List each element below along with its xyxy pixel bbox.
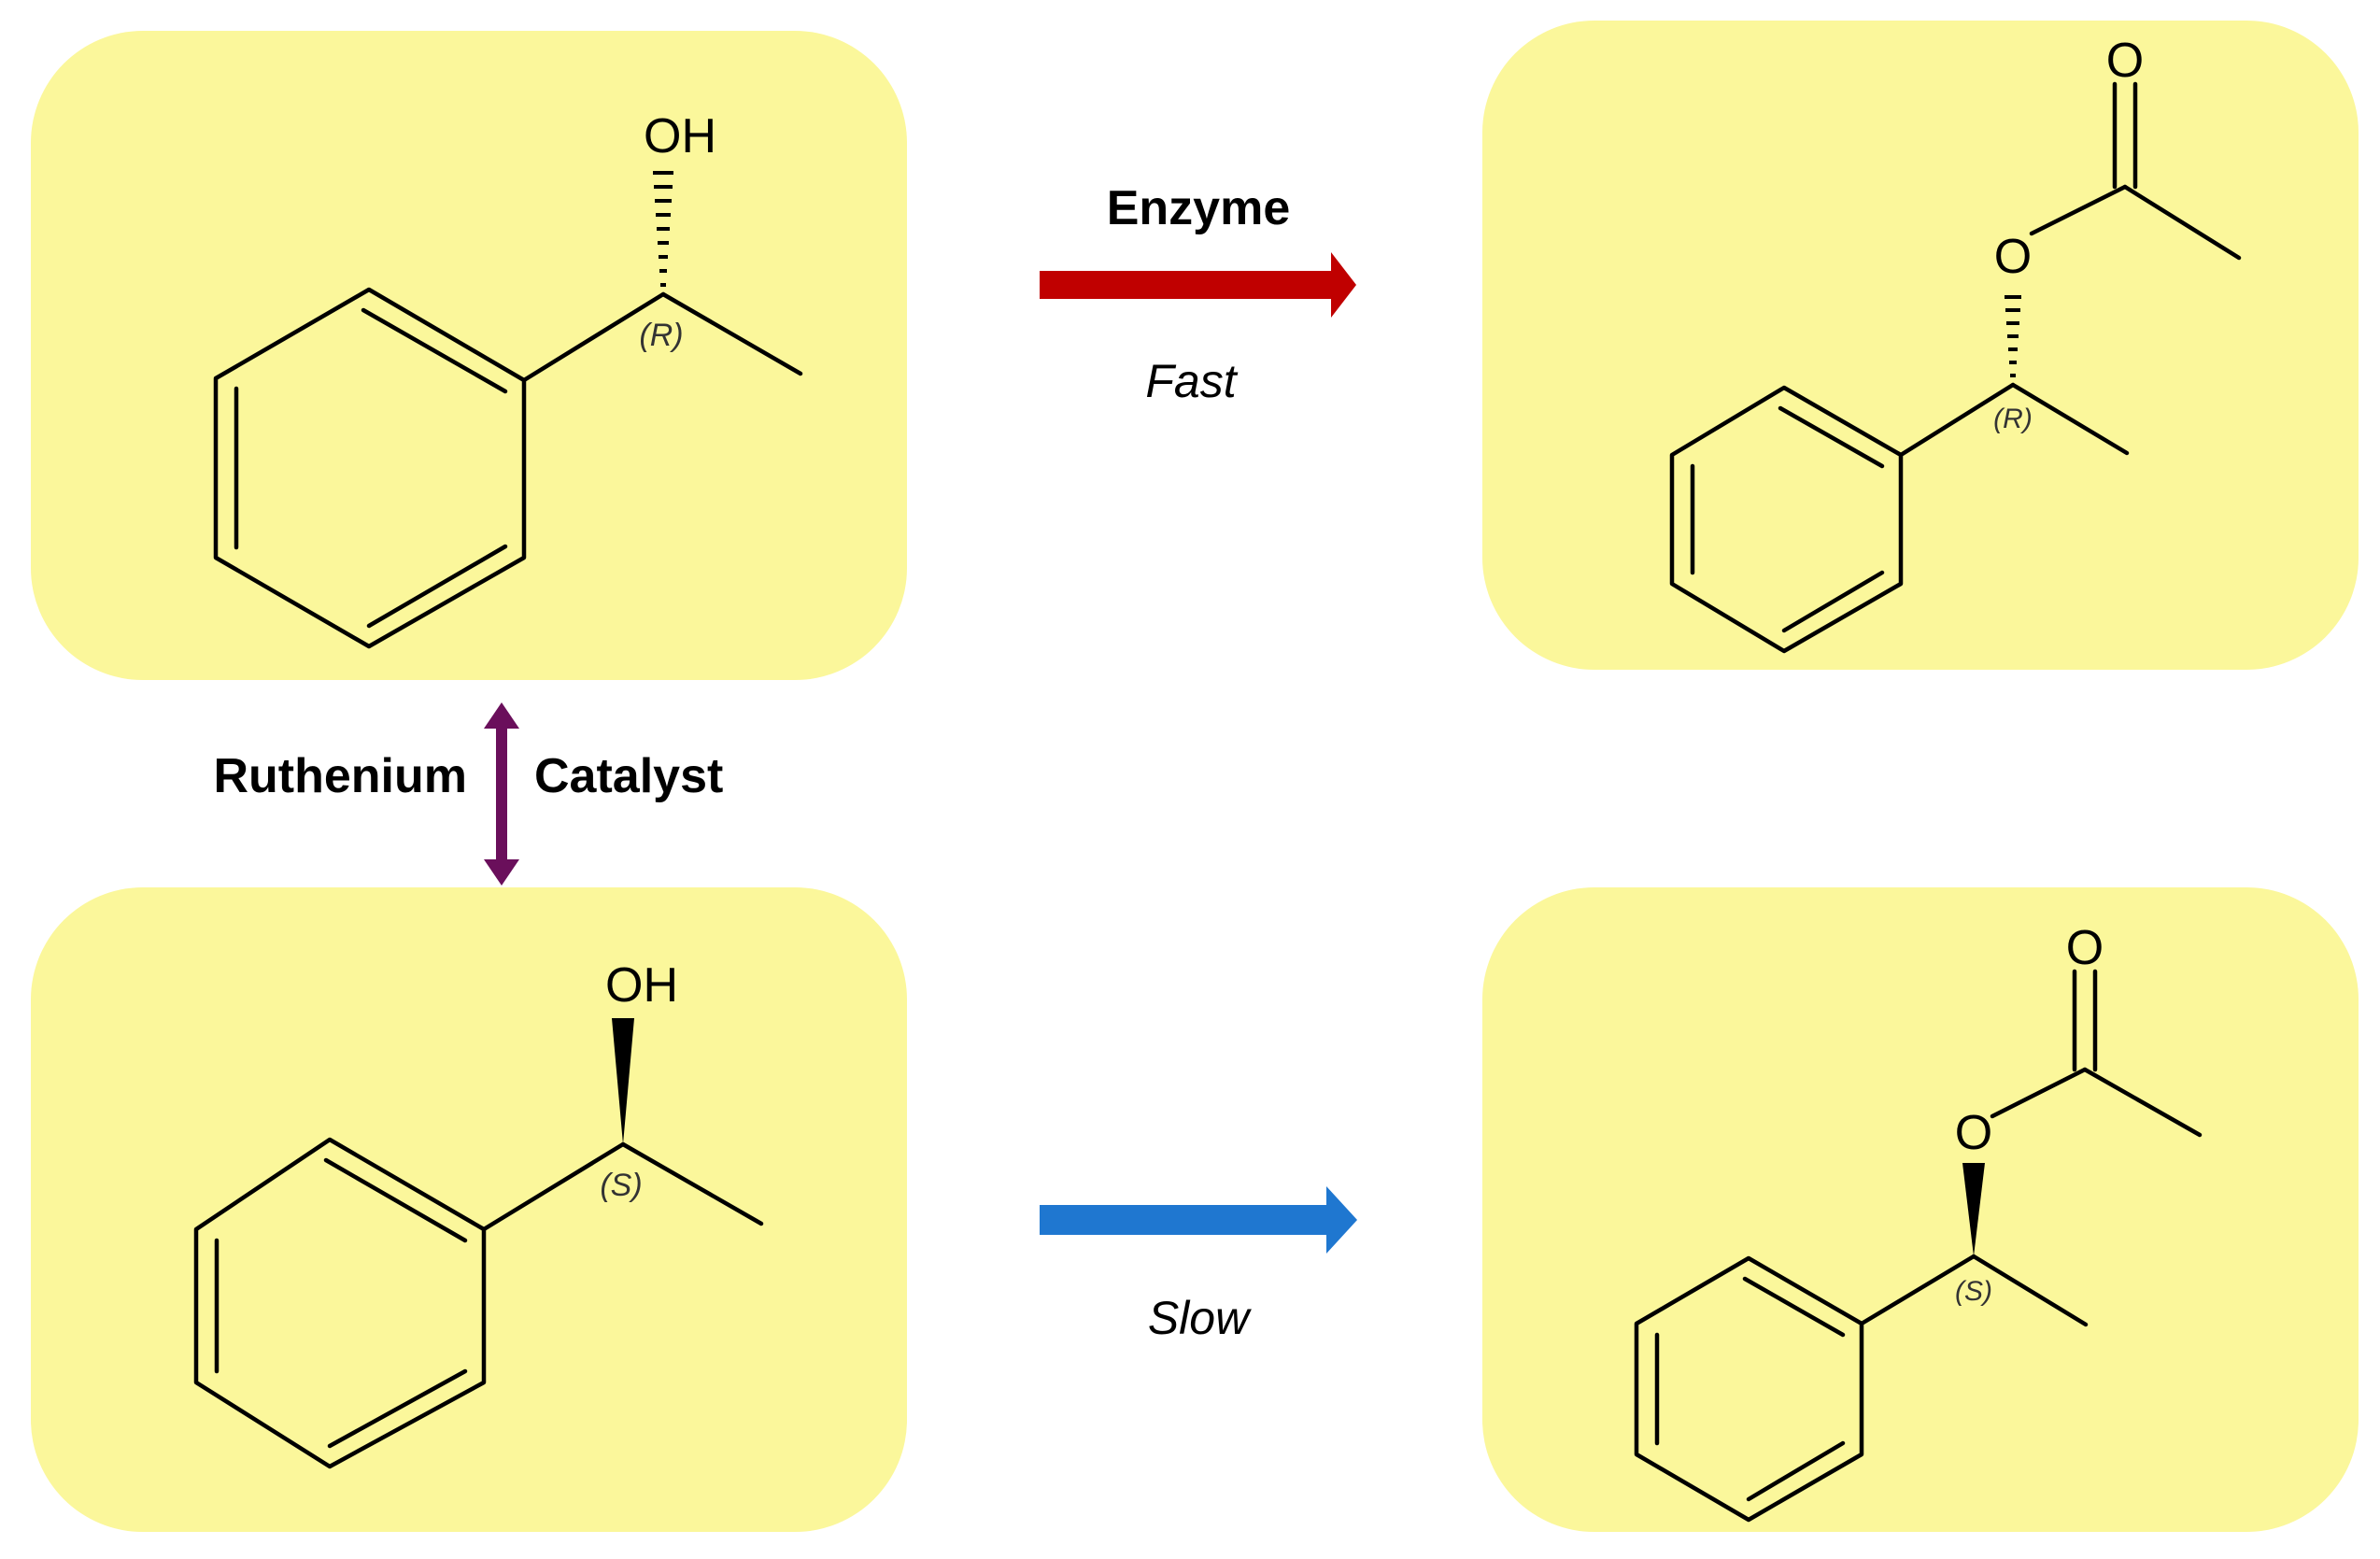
benzene-ring [1634, 1255, 1864, 1523]
ring-to-stereocenter-bond [1859, 1254, 1976, 1326]
ring-double-bond [327, 1368, 468, 1449]
fast-reaction: Enzyme Fast [1040, 181, 1356, 407]
stereo-descriptor: (R) [1993, 404, 2033, 434]
ring-double-bond [1778, 405, 1885, 469]
o-to-carbonyl-bond [1990, 1067, 2088, 1119]
fast-arrow-tip [1331, 252, 1356, 318]
methyl-bond [1971, 1254, 2089, 1327]
racemization-arrow-up-tip [484, 702, 519, 729]
catalyst-label: Catalyst [534, 749, 723, 803]
racemization-arrow-shaft [496, 724, 507, 864]
fast-label: Fast [1145, 355, 1238, 407]
solid-wedge-bond [612, 1018, 634, 1144]
s-alcohol-panel: OH (S) [31, 887, 907, 1532]
ring-to-stereocenter-bond [481, 1141, 626, 1232]
hashed-wedge-bond [2005, 295, 2021, 377]
o-to-carbonyl-bond [2029, 184, 2128, 236]
slow-arrow-tip [1326, 1186, 1357, 1254]
methyl-bond [620, 1141, 764, 1226]
stereo-descriptor: (S) [1955, 1276, 1992, 1307]
r-alcohol-box [31, 31, 907, 680]
acetyl-methyl-bond [2082, 1067, 2203, 1138]
carbonyl-oxygen-label: O [2066, 921, 2104, 975]
ruthenium-label: Ruthenium [213, 749, 467, 803]
ring-double-bond [361, 307, 508, 394]
ester-oxygen-label: O [1955, 1106, 1992, 1160]
ring-double-bond [366, 544, 508, 629]
enzyme-label: Enzyme [1107, 181, 1291, 235]
ring-to-stereocenter-bond [521, 291, 666, 383]
slow-reaction: Slow [1040, 1186, 1357, 1344]
s-acetate-box [1482, 887, 2359, 1532]
ring-double-bond [1742, 1276, 1846, 1338]
methyl-bond [660, 291, 803, 376]
stereo-descriptor: (R) [639, 318, 683, 353]
hydroxyl-label: OH [605, 958, 678, 1013]
ester-oxygen-label: O [1994, 230, 2032, 284]
slow-label: Slow [1148, 1292, 1252, 1344]
ring-to-stereocenter-bond [1898, 382, 2016, 458]
s-acetate-structure: O O (S) [1634, 921, 2203, 1523]
r-acetate-structure: O O (R) [1669, 34, 2242, 654]
slow-arrow-shaft [1040, 1205, 1331, 1235]
solid-wedge-bond [1962, 1163, 1985, 1256]
ring-double-bond [323, 1157, 468, 1243]
ring-double-bond [1746, 1440, 1846, 1502]
methyl-bond [2010, 382, 2130, 456]
benzene-ring [1669, 385, 1904, 654]
racemization-arrow-down-tip [484, 859, 519, 886]
s-alcohol-box [31, 887, 907, 1532]
carbonyl-oxygen-label: O [2106, 34, 2144, 88]
benzene-ring [193, 1137, 487, 1469]
r-alcohol-panel: OH (R) [31, 31, 907, 680]
r-acetate-box [1482, 21, 2359, 670]
s-acetate-panel: O O (S) [1482, 887, 2359, 1532]
fast-arrow-shaft [1040, 271, 1339, 299]
s-alcohol-structure: OH (S) [193, 958, 764, 1469]
stereo-descriptor: (S) [600, 1168, 642, 1203]
acetyl-methyl-bond [2122, 184, 2242, 261]
r-acetate-panel: O O (R) [1482, 21, 2359, 670]
hashed-wedge-bond [653, 171, 673, 287]
benzene-ring [213, 287, 527, 649]
r-alcohol-structure: OH (R) [213, 109, 803, 649]
racemization-equilibrium: Ruthenium Catalyst [213, 702, 723, 886]
hydroxyl-label: OH [644, 109, 716, 163]
ring-double-bond [1781, 570, 1885, 633]
